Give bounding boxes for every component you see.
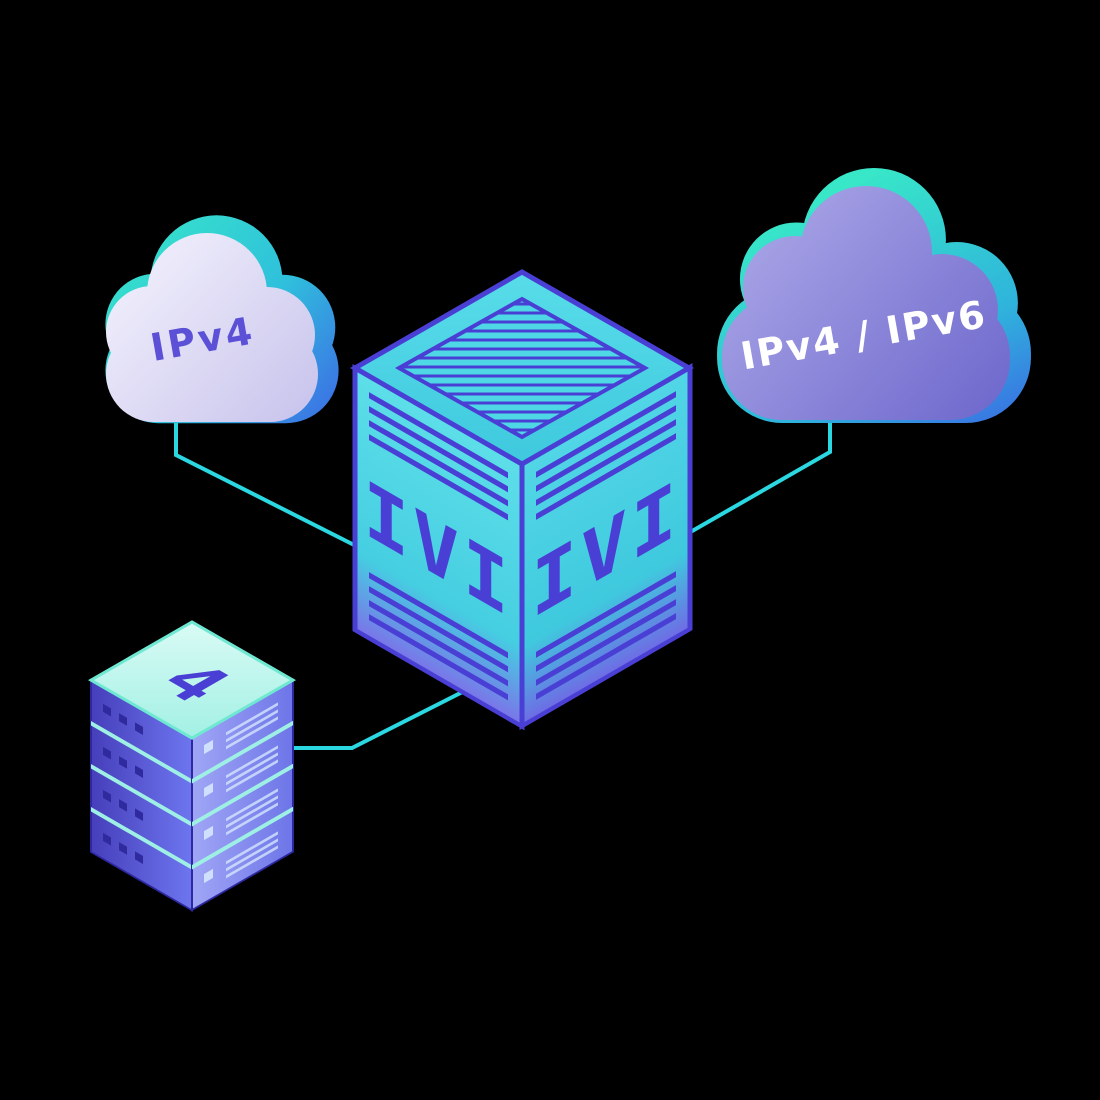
cube-right-stripes-top (536, 391, 676, 520)
server-stack-divider (192, 720, 293, 784)
cube-right-stripes-bottom (536, 571, 676, 700)
server-stack-right-faces (191, 678, 294, 912)
cube-left-stripes-top (369, 392, 508, 521)
connector-server-stack-to-cube (290, 675, 493, 750)
server-stack-top-panel (88, 620, 296, 740)
server-stack: 4 (88, 620, 296, 912)
server-stack-divider (91, 721, 192, 784)
connector-ipv6-cloud-to-cube (679, 415, 832, 540)
server-stack-top-face: 4 (88, 620, 296, 740)
server-stack-divider (91, 807, 192, 870)
cube-left-face: IVI (352, 364, 525, 731)
server-stack-left-faces (90, 678, 193, 912)
cube-left-stripes-bottom (369, 572, 508, 701)
server-stack-divider (91, 764, 192, 827)
ivi-translator-cube: IVI IVI (350, 269, 694, 731)
ipv4-ipv6-cloud: IPv4 / IPv6 (717, 167, 1031, 423)
ipv4-ipv6-cloud-front-layer (722, 186, 1010, 420)
server-stack-divider (192, 806, 293, 870)
ipv4-cloud: IPv4 (105, 215, 339, 424)
cube-right-face: IVI (519, 363, 693, 730)
cube-top-hatch (394, 296, 650, 440)
server-stack-divider (192, 763, 293, 827)
ipv4-cloud-front-layer (106, 233, 318, 422)
